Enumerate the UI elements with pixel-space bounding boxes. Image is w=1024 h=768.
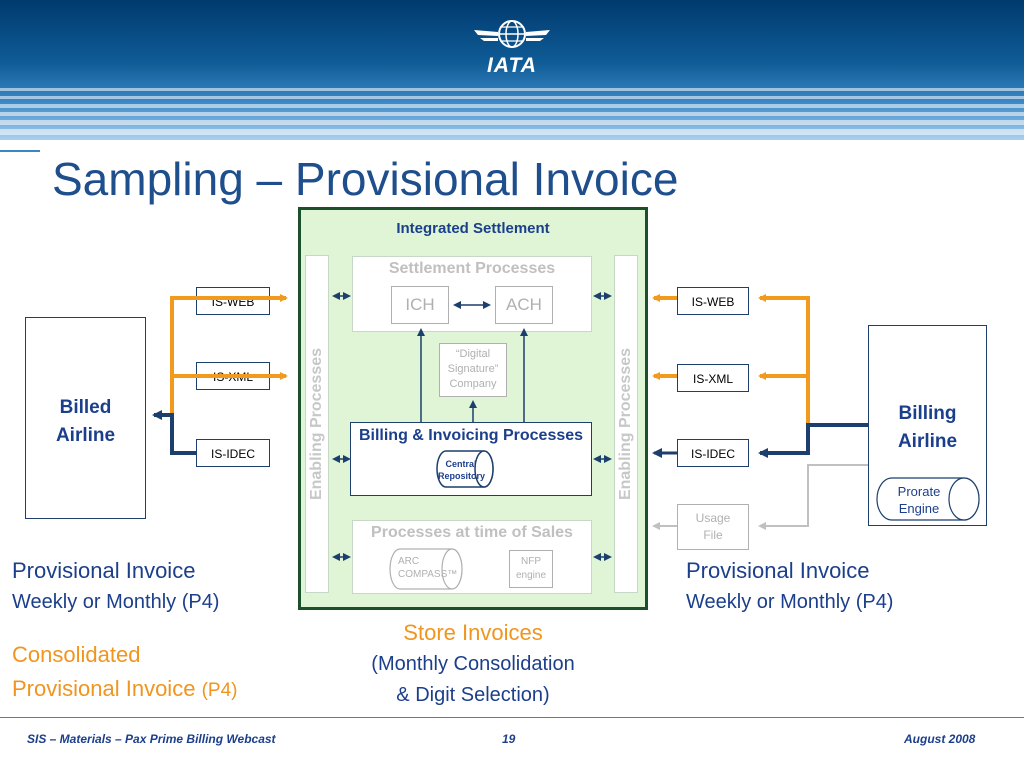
central-repository-line-1: Central [445,459,477,469]
billed-airline-label-2: Airline [55,425,116,446]
ach-box: ACH [495,286,553,324]
sales-processes-title: Processes at time of Sales [371,524,573,541]
store-invoices-sub-1: (Monthly Consolidation [371,653,575,675]
consolidated-caption-2-text: Provisional Invoice [12,676,196,701]
arc-line-2: COMPASS™ [398,569,458,580]
iata-logo: IATA [470,18,554,77]
footer-left-text: SIS – Materials – Pax Prime Billing Webc… [27,732,276,746]
enabling-processes-left: Enabling Processes [305,255,329,593]
footer-page-number: 19 [502,732,516,746]
store-invoices-sub-2: & Digit Selection) [396,684,550,706]
store-invoices-caption: Store Invoices [403,620,543,645]
settlement-processes-title: Settlement Processes [388,260,556,277]
billing-invoicing-title: Billing & Invoicing Processes [358,427,584,444]
logo-text: IATA [487,54,537,77]
right-caption-sub: Weekly or Monthly (P4) [686,591,894,613]
billing-airline-label-2: Airline [897,431,958,452]
left-caption-sub: Weekly or Monthly (P4) [12,591,220,613]
consolidated-caption-1: Consolidated [12,642,141,667]
central-repository-label: Central Repository [438,458,486,482]
usage-file-line-2: File [703,528,723,542]
prorate-engine-label: Prorate Engine [884,483,954,517]
left-navy-connector [152,410,196,455]
slide-title: Sampling – Provisional Invoice [52,153,679,205]
title-accent-line [0,150,40,152]
right-is-idec-box: IS-IDEC [677,439,749,467]
footer-divider [0,717,1024,718]
enabling-double-arrows [332,292,612,561]
right-orange-connectors [652,294,810,425]
billed-airline-box: Billed Airline [25,317,146,519]
enabling-processes-right: Enabling Processes [614,255,638,593]
consolidated-caption-p4: (P4) [201,680,238,701]
usage-file-box: Usage File [677,504,749,550]
left-is-web-box: IS-WEB [196,287,270,315]
arc-line-1: ARC [398,556,420,567]
digital-signature-line-2: Signature” [447,363,499,375]
billed-airline-label-1: Billed [59,397,112,418]
usage-file-line-1: Usage [695,511,731,525]
right-is-web-box: IS-WEB [677,287,749,315]
ich-box: ICH [391,286,449,324]
header-banner: IATA [0,0,1024,140]
right-caption-main: Provisional Invoice [686,558,870,583]
footer-date: August 2008 [904,732,976,746]
digital-signature-line-1: “Digital [455,348,491,360]
nfp-line-2: engine [515,570,547,581]
prorate-engine-cylinder [876,477,980,521]
left-caption-main: Provisional Invoice [12,558,196,583]
central-repository-line-2: Repository [438,471,486,481]
prorate-line-2: Engine [898,501,940,516]
arc-compass-label: ARC COMPASS™ [398,555,458,581]
usage-file-connectors [652,464,868,530]
left-is-idec-box: IS-IDEC [196,439,270,467]
right-is-xml-box: IS-XML [677,364,749,392]
central-repository-cylinder [436,450,494,488]
prorate-line-1: Prorate [897,484,941,499]
left-orange-connectors [170,294,288,440]
integrated-settlement-title: Integrated Settlement [396,220,550,237]
arc-compass-cylinder [389,548,463,590]
digital-signature-box: “Digital Signature” Company [439,343,507,397]
digital-signature-line-3: Company [449,378,497,390]
billing-to-settlement-arrows [417,328,528,422]
billing-airline-label-1: Billing [898,403,957,424]
right-navy-connector [652,423,868,458]
nfp-line-1: NFP [521,556,541,567]
consolidated-caption-2: Provisional Invoice (P4) [12,676,237,702]
nfp-engine-box: NFP engine [509,550,553,588]
